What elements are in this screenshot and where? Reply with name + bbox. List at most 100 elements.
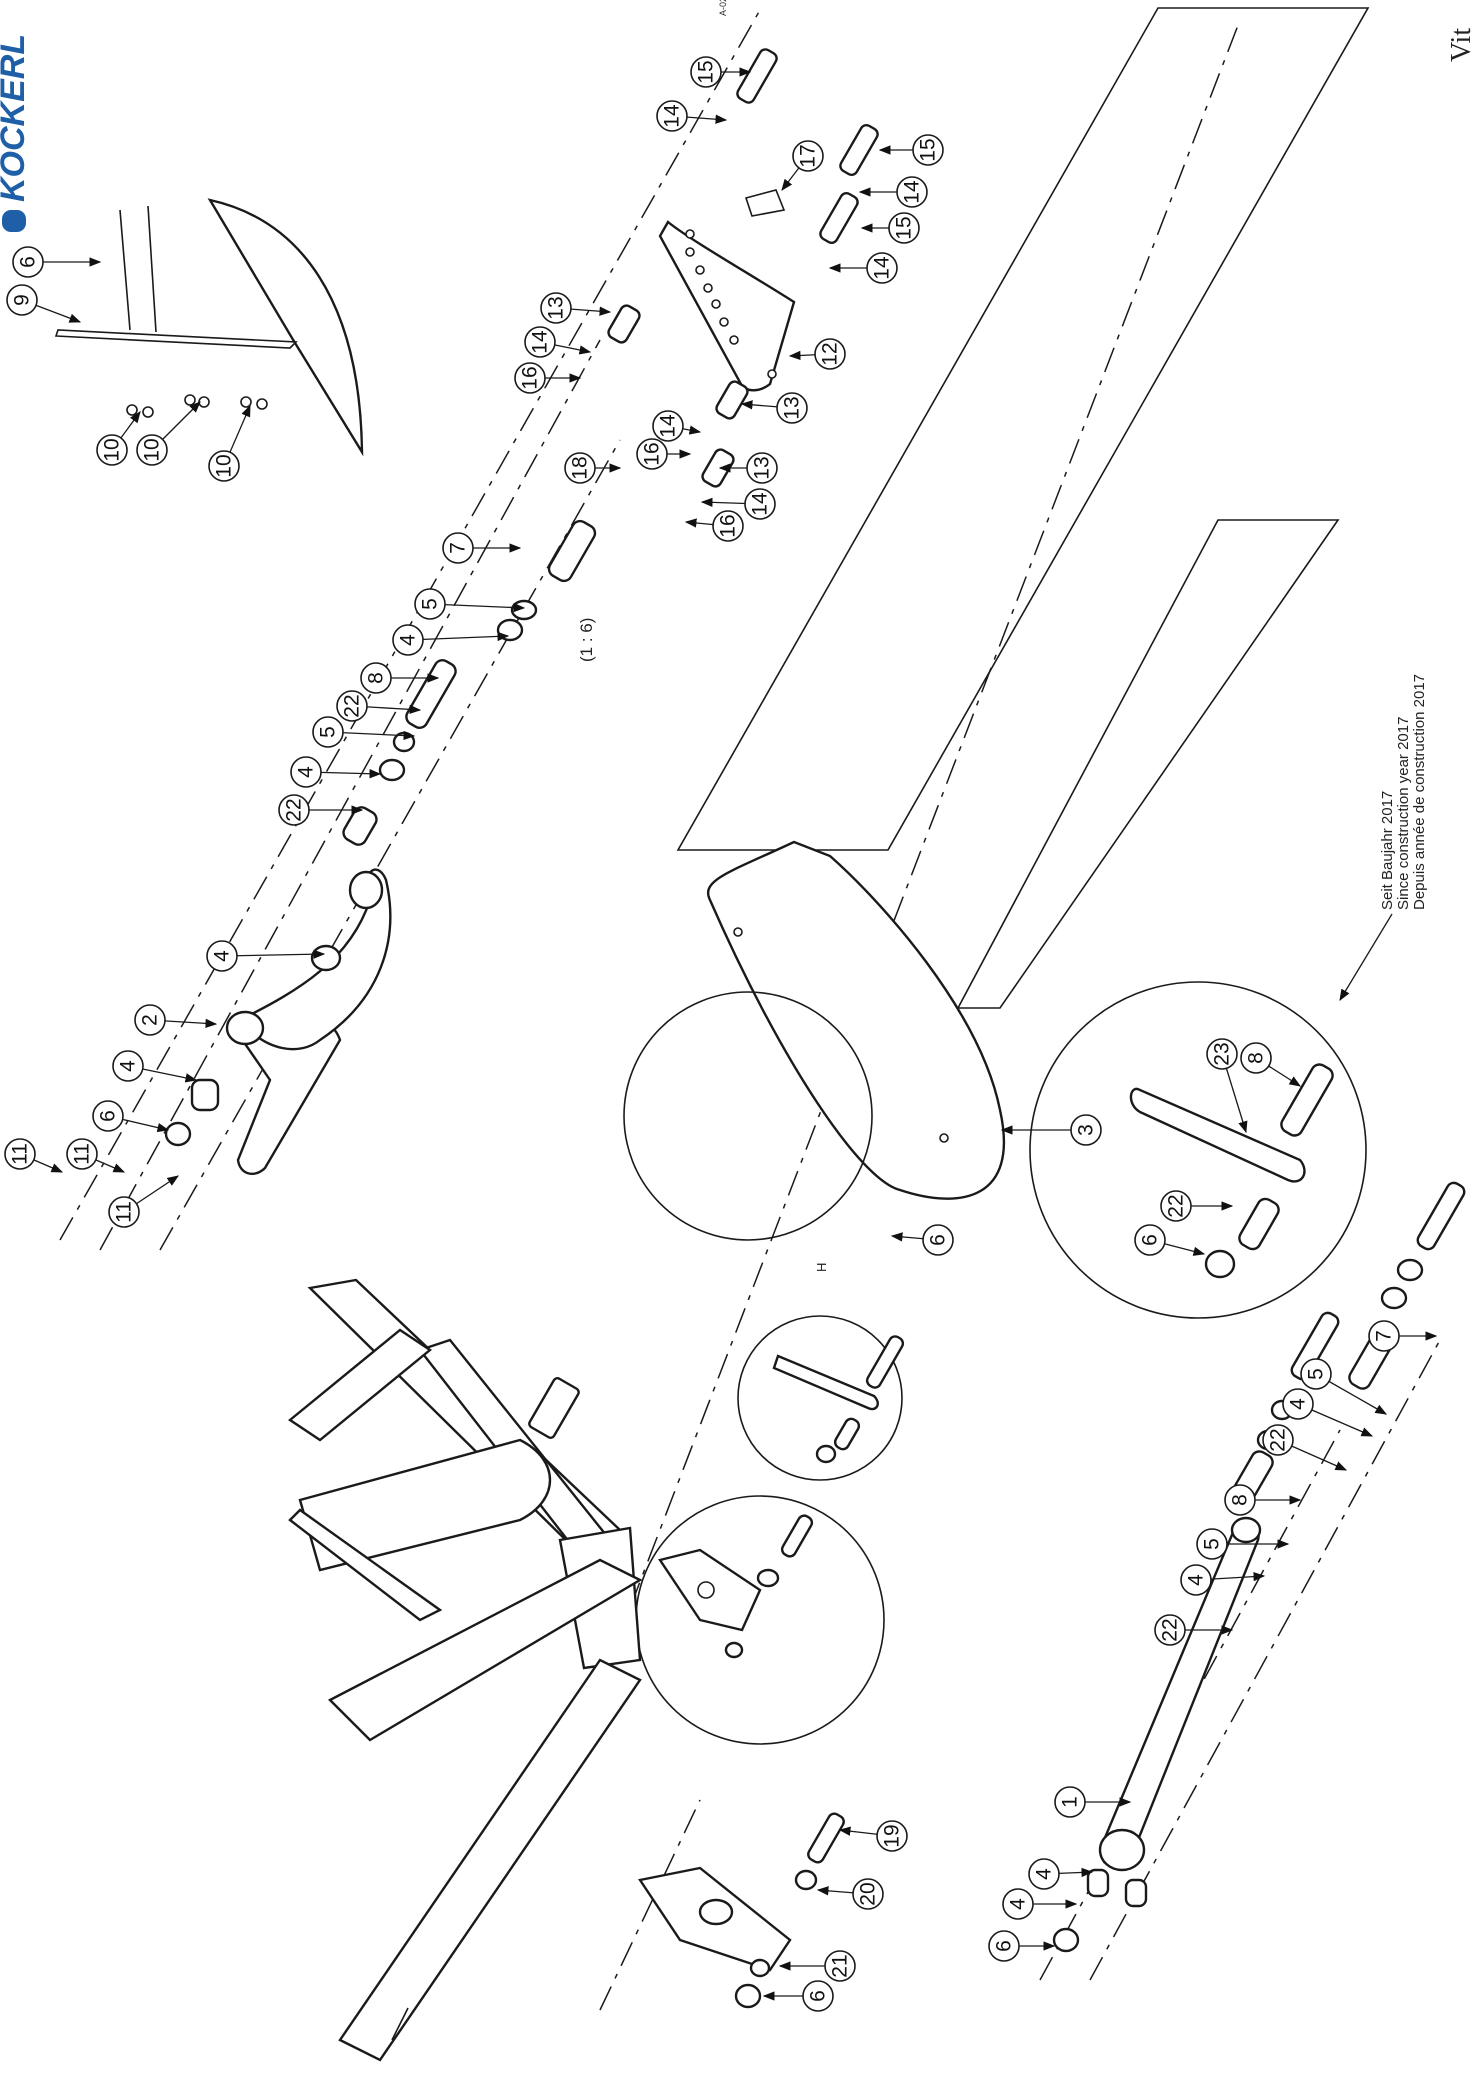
callout-number: 1 <box>1059 1796 1082 1808</box>
callout-number: 13 <box>751 456 774 479</box>
callout-balloon <box>4 1138 36 1170</box>
corner-text: Vit <box>1446 28 1477 62</box>
callout-balloon <box>360 662 392 694</box>
callout-balloon <box>922 1224 954 1256</box>
callout-number: 6 <box>927 1234 950 1246</box>
bolt-group-10 <box>126 394 268 418</box>
callout-balloon <box>1196 1528 1228 1560</box>
detail-circle-bracket <box>635 1495 885 1745</box>
callout-balloon <box>336 690 368 722</box>
callout-balloon <box>392 624 424 656</box>
callout-c8b: 8 <box>1240 1042 1301 1087</box>
callout-balloon <box>876 1820 908 1852</box>
callout-number: 11 <box>71 1143 94 1165</box>
callout-balloon <box>312 716 344 748</box>
callout-number: 12 <box>819 342 842 365</box>
callout-c2: 2 <box>134 1004 218 1036</box>
callout-c15a: 15 <box>690 56 752 88</box>
callout-balloon <box>792 140 824 172</box>
logo-mark-icon <box>2 210 26 232</box>
callout-c13c: 13 <box>718 452 778 484</box>
callout-number: 10 <box>101 438 124 461</box>
callout-number: 8 <box>1245 1052 1268 1064</box>
callout-balloon <box>1300 1358 1332 1390</box>
axis-line-7 <box>599 1799 701 2011</box>
callout-c13b: 13 <box>740 392 808 424</box>
callout-c4g: 4 <box>1028 1858 1094 1890</box>
callout-balloon <box>636 438 668 470</box>
callout-c16b: 16 <box>636 438 692 470</box>
axis-line-4 <box>559 19 1241 1791</box>
callout-number: 6 <box>17 256 40 268</box>
callout-number: 11 <box>113 1201 136 1223</box>
callout-number: 3 <box>1075 1124 1098 1136</box>
callout-balloon <box>208 450 240 482</box>
callout-c6e: 6 <box>762 1980 834 2012</box>
callout-balloon <box>290 756 322 788</box>
callout-c15c: 15 <box>860 212 920 244</box>
callout-balloon <box>1206 1038 1238 1070</box>
callout-c4b: 4 <box>290 756 382 788</box>
callout-balloon <box>112 1050 144 1082</box>
detail-mark-h: H <box>814 1263 829 1272</box>
callout-number: 14 <box>657 414 680 438</box>
callout-balloon <box>776 392 808 424</box>
callout-number: 14 <box>901 180 924 204</box>
callout-number: 6 <box>97 1110 120 1122</box>
callout-balloon <box>6 284 38 316</box>
brand-name: KOCKERL <box>0 34 32 202</box>
callout-c20: 20 <box>816 1878 884 1910</box>
callout-c8c: 8 <box>1224 1484 1302 1516</box>
callout-c7a: 7 <box>442 532 522 564</box>
detail-circle-blade-bolts <box>623 991 873 1241</box>
callout-balloon <box>1262 1424 1294 1456</box>
callout-number: 15 <box>893 216 916 239</box>
callout-c5c: 5 <box>1300 1358 1388 1415</box>
callout-number: 13 <box>545 296 568 319</box>
callout-c6d: 6 <box>1134 1224 1206 1256</box>
callout-c14f: 14 <box>700 488 776 520</box>
callout-c6c: 6 <box>890 1224 954 1256</box>
callout-number: 4 <box>397 634 420 646</box>
callout-number: 17 <box>797 144 820 167</box>
callout-balloon <box>1368 1320 1400 1352</box>
adjustment-plate-part-12 <box>658 189 796 392</box>
callout-c1: 1 <box>1054 1786 1132 1818</box>
callout-number: 4 <box>295 766 318 778</box>
callout-c5b: 5 <box>312 716 416 748</box>
callout-balloon <box>442 532 474 564</box>
callout-balloon <box>1070 1114 1102 1146</box>
callout-balloon <box>852 1878 884 1910</box>
callout-c13a: 13 <box>540 292 612 324</box>
callout-number: 14 <box>749 492 772 516</box>
bottom-bracket <box>638 1812 845 2009</box>
bracket-detail <box>658 1514 814 1659</box>
callout-balloon <box>1002 1888 1034 1920</box>
wedge-plate-detail <box>54 198 364 457</box>
callout-balloon <box>652 410 684 442</box>
callout-number: 9 <box>11 294 34 306</box>
callout-c6b: 6 <box>92 1100 170 1133</box>
callout-number: 18 <box>569 456 592 479</box>
blade-part-3 <box>707 840 1006 1200</box>
callout-c7b: 7 <box>1368 1320 1438 1352</box>
callout-c12: 12 <box>788 338 846 370</box>
callout-c4f: 4 <box>1180 1564 1266 1596</box>
callout-number: 4 <box>1185 1574 1208 1586</box>
callout-number: 22 <box>1165 1194 1188 1217</box>
callout-balloon <box>206 940 238 972</box>
plate-spacers <box>607 48 879 488</box>
callout-balloon <box>1154 1614 1186 1646</box>
callout-c22e: 22 <box>1154 1614 1234 1646</box>
callout-balloon <box>564 452 596 484</box>
callout-balloon <box>1224 1484 1256 1516</box>
callout-c14e: 14 <box>652 410 702 442</box>
callout-number: 8 <box>1229 1494 1252 1506</box>
callout-number: 4 <box>211 950 234 962</box>
callout-number: 6 <box>807 1990 830 2002</box>
callout-balloon <box>814 338 846 370</box>
callout-balloon <box>514 362 546 394</box>
callout-c17: 17 <box>781 140 824 191</box>
curved-arm-part-2 <box>225 868 392 1176</box>
